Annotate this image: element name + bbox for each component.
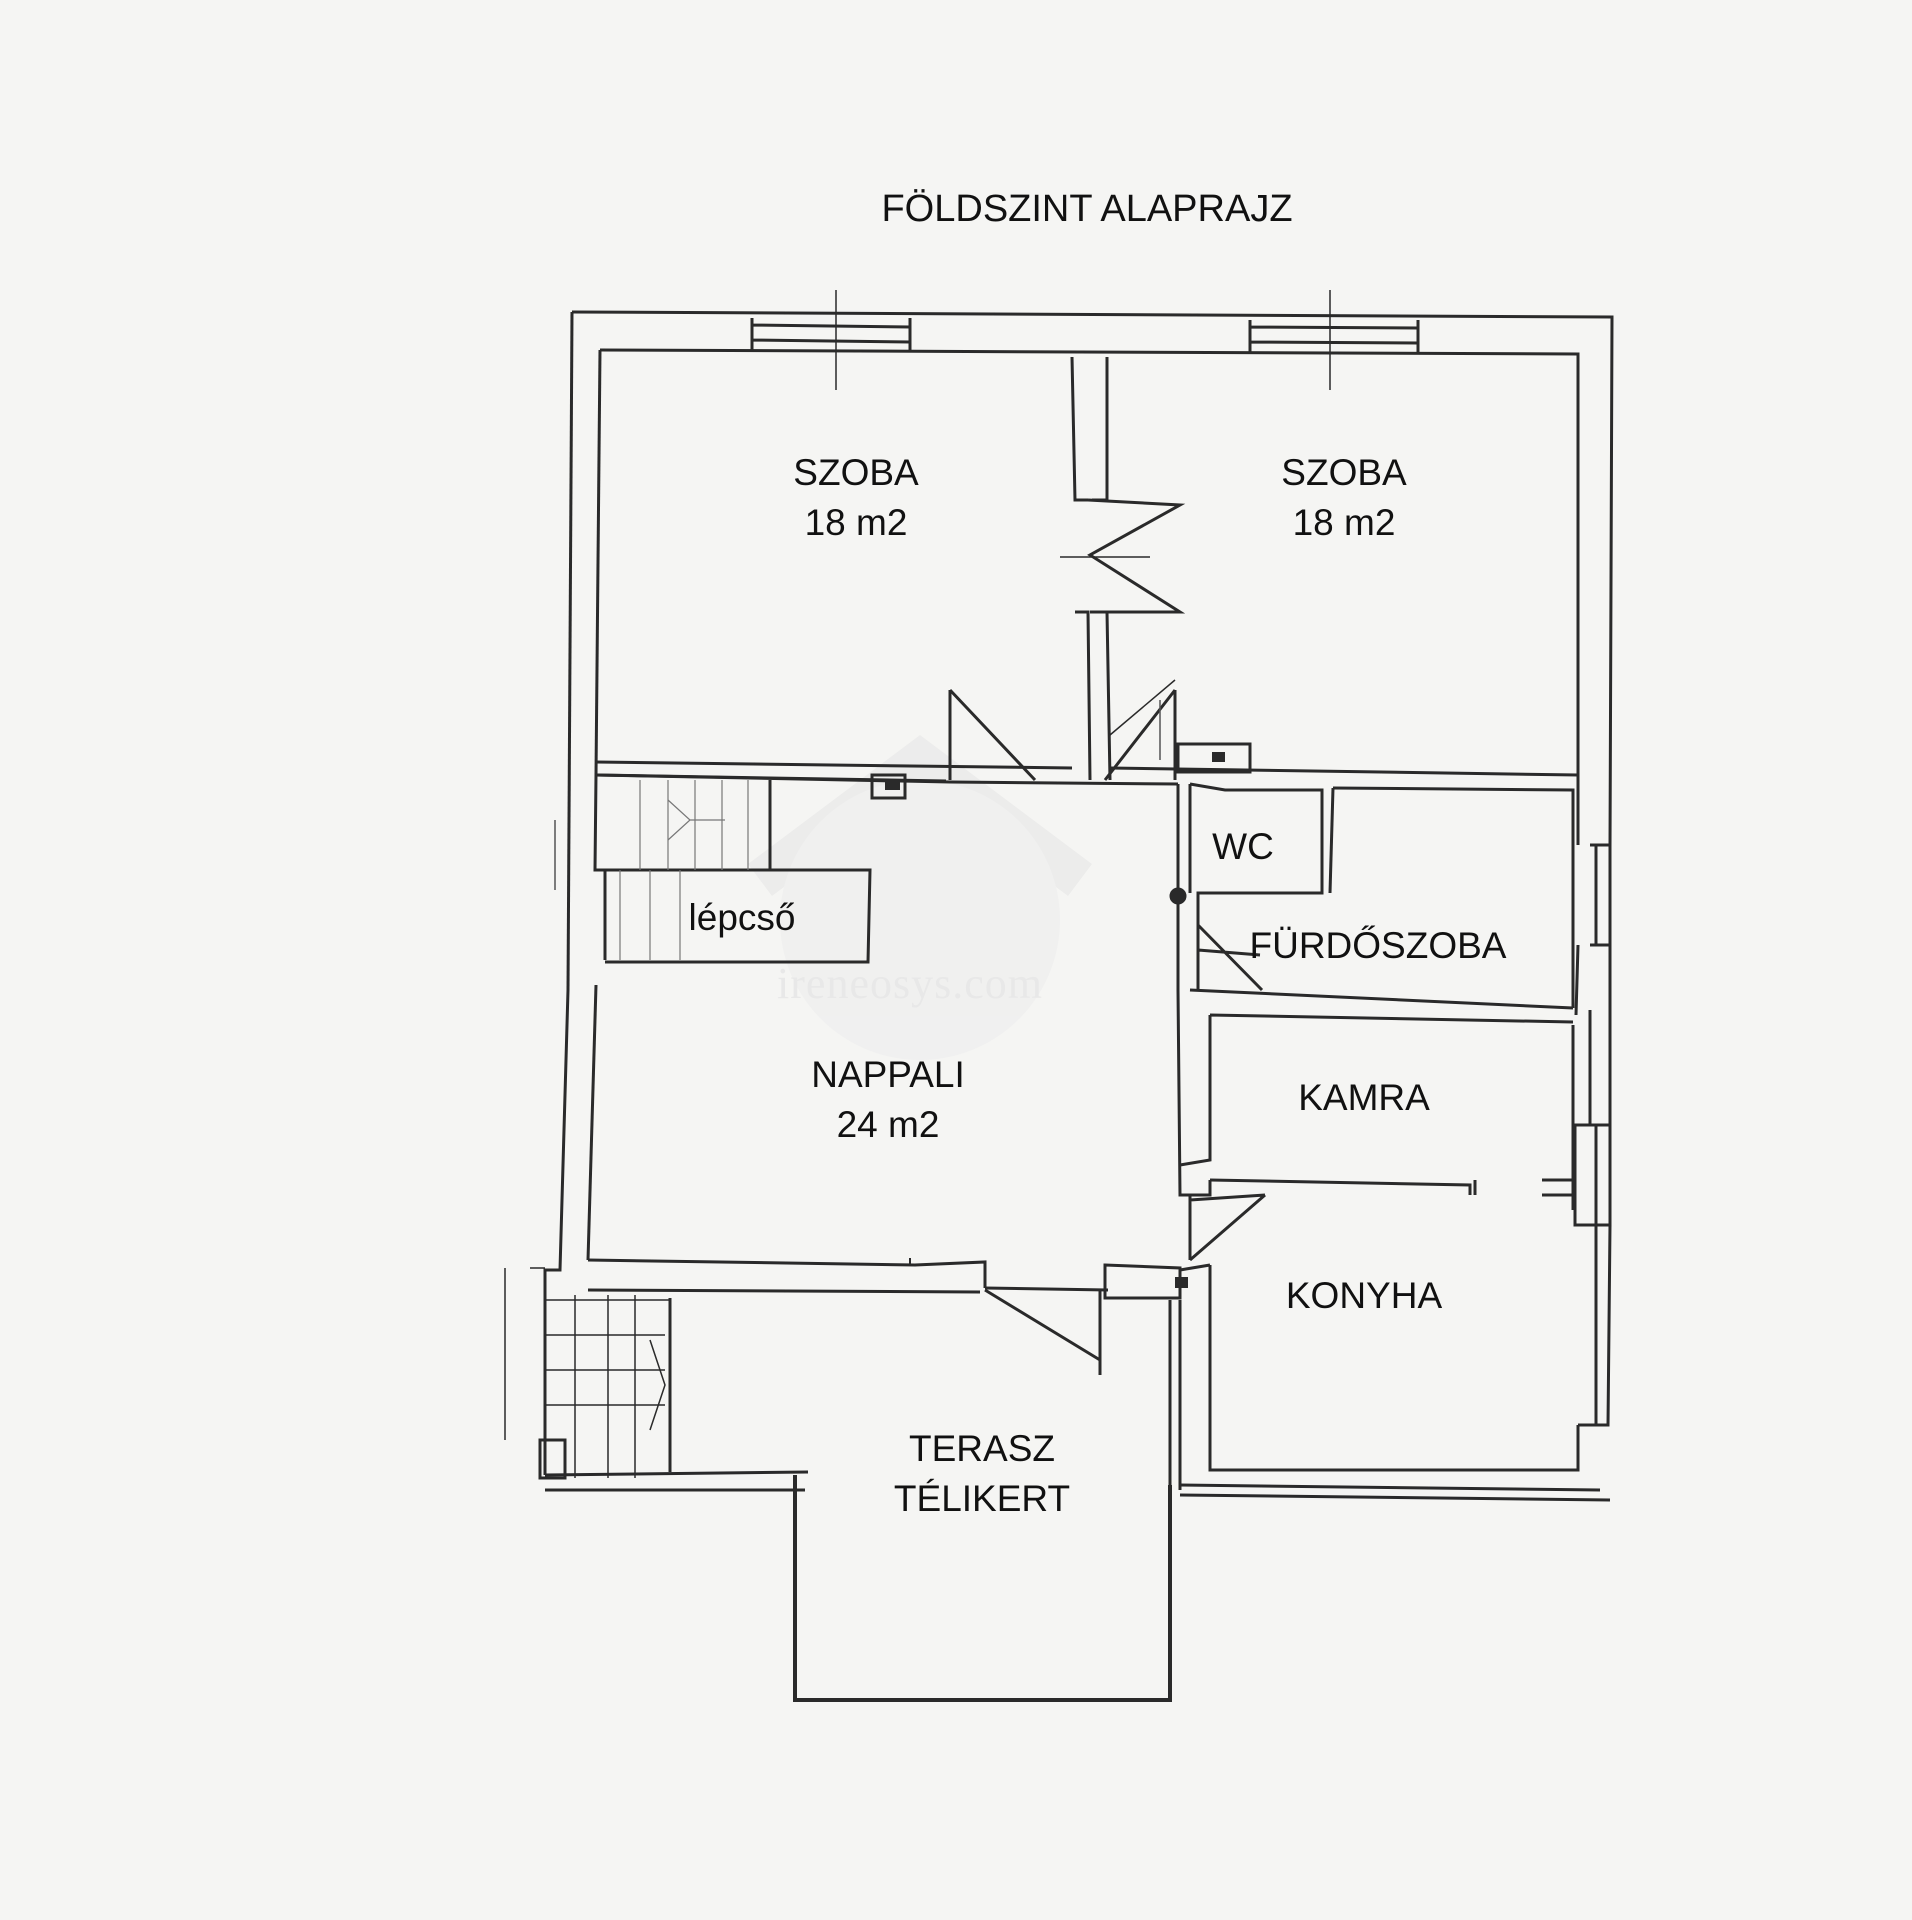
watermark-text: ireneosys.com (777, 959, 1043, 1008)
room-name: TERASZ (909, 1428, 1055, 1469)
room-name: NAPPALI (811, 1054, 965, 1095)
room-name: SZOBA (1281, 452, 1407, 493)
room-lepcso: lépcső (688, 897, 796, 938)
room-wc: WC (1212, 826, 1274, 867)
walls (504, 290, 1614, 1702)
room-kamra: KAMRA (1298, 1077, 1430, 1118)
room-nappali: NAPPALI 24 m2 (811, 1050, 965, 1150)
watermark-logo (748, 735, 1092, 1060)
room-area: 18 m2 (1292, 502, 1396, 543)
room-szoba-right: SZOBA 18 m2 (1281, 448, 1406, 548)
room-area: 24 m2 (836, 1104, 940, 1145)
room-furdoszoba: FÜRDŐSZOBA (1249, 925, 1507, 966)
room-szoba-left: SZOBA 18 m2 (793, 448, 918, 548)
room-subname: TÉLIKERT (893, 1478, 1071, 1519)
room-area: 18 m2 (804, 502, 908, 543)
room-konyha: KONYHA (1285, 1275, 1443, 1316)
room-name: SZOBA (793, 452, 919, 493)
room-terasz: TERASZ TÉLIKERT (894, 1424, 1070, 1524)
plan-title: FÖLDSZINT ALAPRAJZ (881, 188, 1293, 230)
